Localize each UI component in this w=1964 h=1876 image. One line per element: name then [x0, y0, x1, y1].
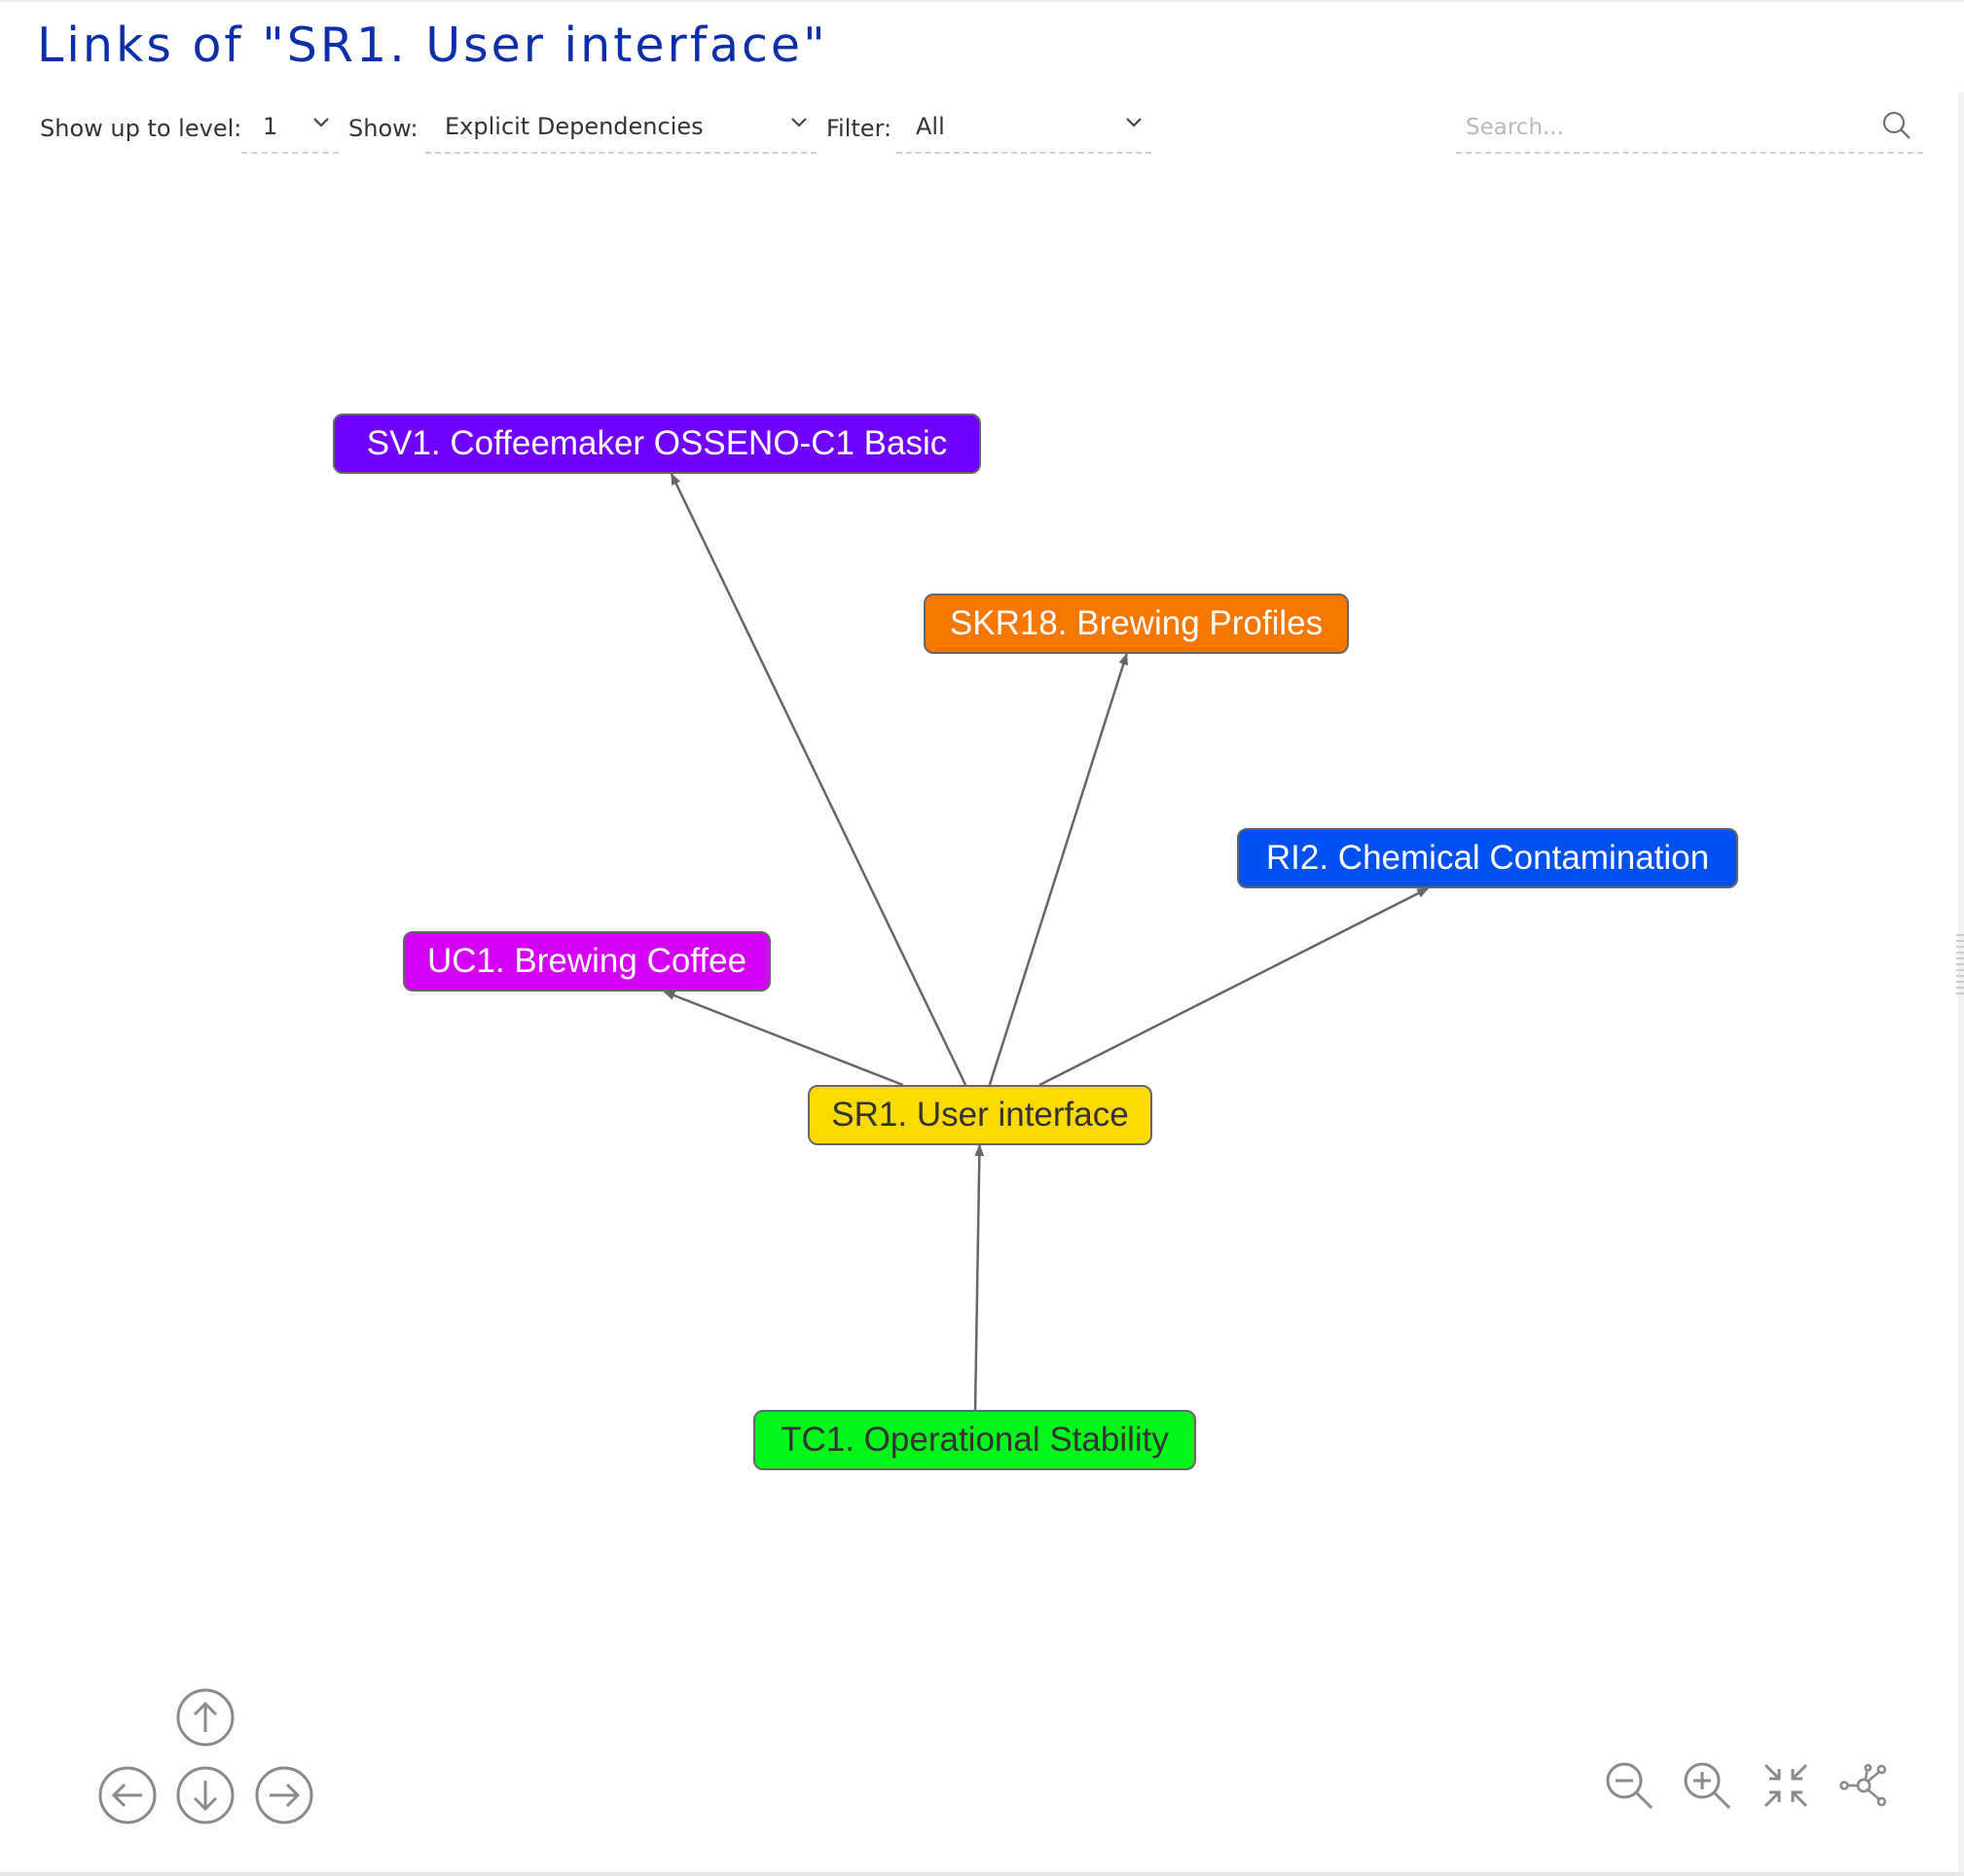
search-icon[interactable] — [1880, 109, 1913, 142]
resize-handle[interactable] — [1956, 934, 1964, 998]
edges-layer — [663, 473, 1430, 1411]
node-skr18[interactable]: SKR18. Brewing Profiles — [924, 594, 1349, 654]
node-tc1[interactable]: TC1. Operational Stability — [753, 1410, 1196, 1470]
filter-value: All — [916, 113, 945, 140]
level-select[interactable]: 1 — [241, 105, 339, 154]
chevron-down-icon — [1126, 118, 1142, 127]
node-sv1[interactable]: SV1. Coffeemaker OSSENO-C1 Basic — [333, 414, 981, 474]
search-input[interactable] — [1456, 111, 1884, 144]
filter-select[interactable]: All — [896, 105, 1151, 154]
edge-sr1-to-sv1 — [670, 473, 967, 1086]
filter-label: Filter: — [826, 115, 892, 142]
search-box — [1456, 105, 1923, 154]
arrow-up-icon[interactable] — [176, 1688, 235, 1747]
zoom-out-icon[interactable] — [1603, 1759, 1655, 1812]
level-label: Show up to level: — [40, 115, 242, 142]
arrow-left-icon[interactable] — [98, 1766, 157, 1824]
chevron-down-icon — [313, 118, 329, 127]
edge-sr1-to-uc1 — [663, 990, 904, 1087]
page-title: Links of "SR1. User interface" — [37, 18, 828, 73]
top-border — [0, 0, 1964, 2]
arrow-right-icon[interactable] — [255, 1766, 313, 1824]
fit-to-screen-icon[interactable] — [1760, 1759, 1812, 1812]
zoom-in-icon[interactable] — [1681, 1759, 1733, 1812]
arrow-down-icon[interactable] — [176, 1766, 235, 1824]
chevron-down-icon — [791, 118, 807, 127]
node-ri2[interactable]: RI2. Chemical Contamination — [1237, 828, 1738, 888]
node-uc1[interactable]: UC1. Brewing Coffee — [403, 931, 771, 992]
show-value: Explicit Dependencies — [445, 113, 704, 140]
node-sr1[interactable]: SR1. User interface — [808, 1085, 1152, 1145]
toolbar: Show up to level: 1 Show: Explicit Depen… — [0, 105, 1964, 158]
layout-graph-icon[interactable] — [1837, 1759, 1890, 1812]
show-label: Show: — [348, 115, 418, 142]
edge-sr1-to-ri2 — [1038, 886, 1430, 1087]
show-select[interactable]: Explicit Dependencies — [425, 105, 817, 154]
edge-sr1-to-skr18 — [988, 653, 1129, 1086]
bottom-border — [0, 1872, 1964, 1876]
edge-tc1-to-sr1 — [973, 1144, 985, 1411]
level-value: 1 — [263, 113, 278, 140]
